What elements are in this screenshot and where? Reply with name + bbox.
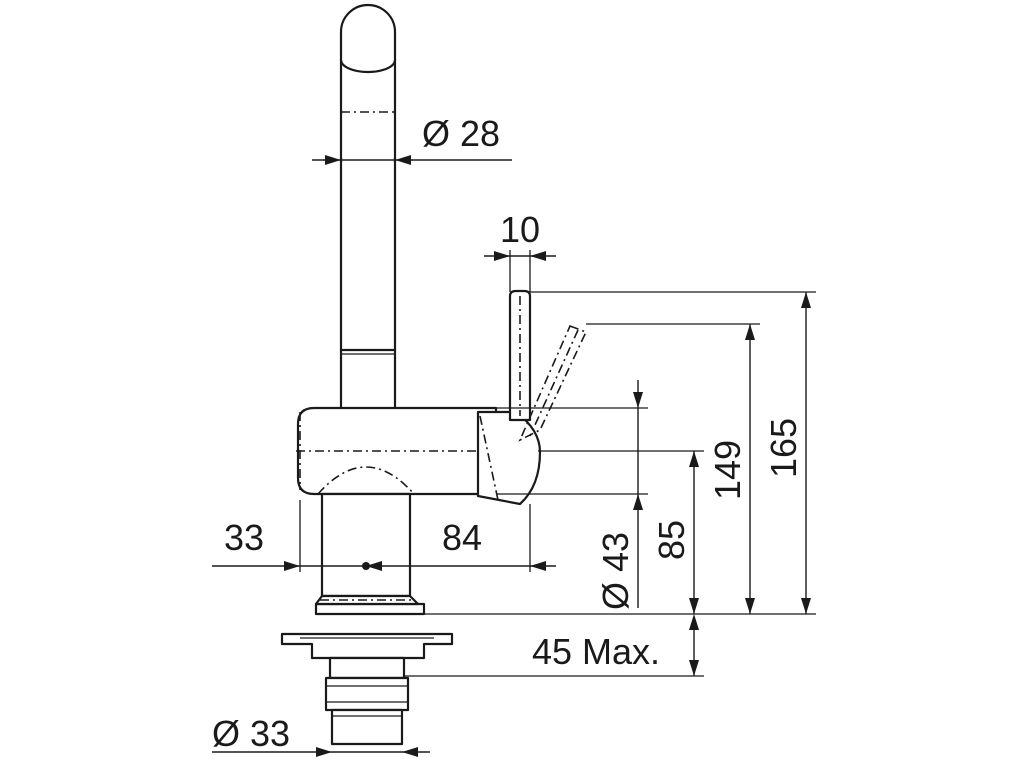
nut [324, 676, 410, 712]
spout-top-band [339, 58, 397, 74]
label-lever-tip-height: 149 [707, 440, 748, 500]
dim-33-arrow [284, 561, 300, 571]
dim-shank-arrow-right [402, 747, 418, 757]
dim-85-arrow-bottom [689, 598, 699, 614]
label-reach: 84 [442, 517, 482, 558]
dim-lever-arrow-left [494, 251, 510, 261]
dim-165-arrow-bottom [801, 598, 811, 614]
valve-cap [476, 410, 542, 506]
dim-149-arrow-top [745, 324, 755, 340]
dim-165-arrow-top [801, 292, 811, 308]
shank-lower [330, 708, 404, 746]
valve-cap-dash [479, 415, 499, 501]
shank-upper [328, 656, 406, 680]
dim-shank-arrow-left [316, 747, 332, 757]
spout-tube [339, 3, 397, 414]
label-body-diameter: Ø 43 [595, 532, 636, 610]
dim-43-arrow-top [633, 392, 643, 408]
dim-45-arrow-top [689, 614, 699, 630]
label-body-height: 85 [651, 520, 692, 560]
label-spout-diameter: Ø 28 [422, 113, 500, 154]
dim-45-arrow-bottom [689, 660, 699, 676]
dim-spout-arrow-right [395, 155, 411, 165]
neck [320, 492, 412, 598]
dim-84-arrow-right [530, 561, 546, 571]
dim-149-arrow-bottom [745, 598, 755, 614]
label-total-height: 165 [763, 418, 804, 478]
dimension-lines [212, 155, 816, 757]
dim-43-arrow-bottom [633, 494, 643, 510]
label-lever-width: 10 [500, 209, 540, 250]
dim-84-arrow-left [366, 561, 382, 571]
neck-fillet [317, 466, 415, 495]
label-mounting-thickness: 45 Max. [532, 631, 660, 672]
label-shank-diameter: Ø 33 [212, 713, 290, 754]
dim-85-arrow-top [689, 451, 699, 467]
lever-tilted-axis [529, 329, 579, 437]
base-ring [314, 602, 426, 616]
dimension-labels: Ø 28 10 33 84 45 Max. Ø 33 Ø 43 85 149 1… [212, 113, 804, 754]
dim-lever-arrow-right [530, 251, 546, 261]
label-offset-left: 33 [224, 517, 264, 558]
mounting-plate [280, 632, 454, 660]
dim-spout-arrow-left [325, 155, 341, 165]
faucet-outline [280, 3, 588, 746]
